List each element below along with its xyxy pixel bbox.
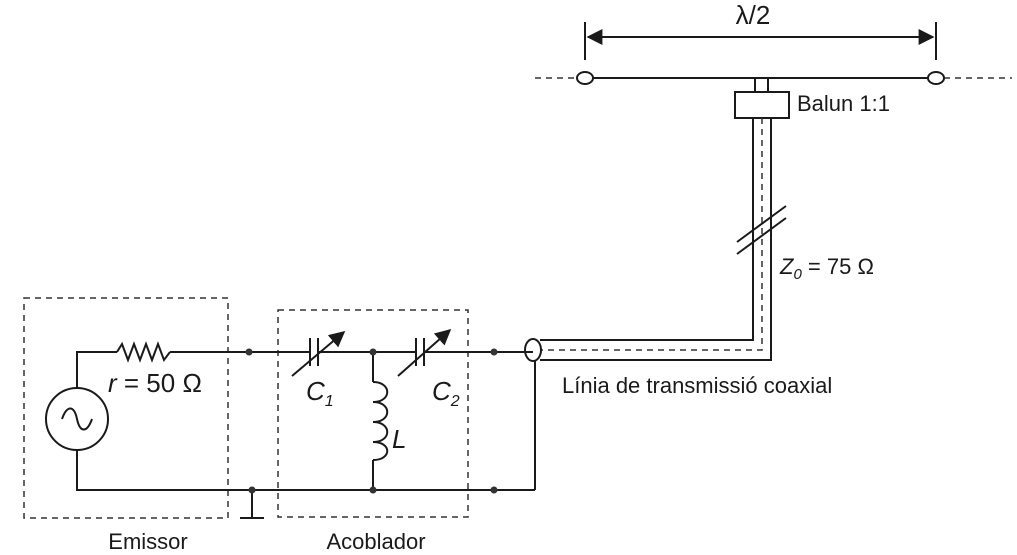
source-bottom-wire <box>76 450 249 491</box>
antenna-left-end <box>576 71 594 85</box>
half-wave-dimension: λ/2 <box>584 0 937 60</box>
balun-box <box>734 91 790 119</box>
half-wave-label: λ/2 <box>736 0 771 30</box>
junction-dot <box>248 486 256 494</box>
capacitor-c1 <box>291 330 346 377</box>
junction-dot <box>490 348 498 356</box>
c2-label: C2 <box>432 376 460 410</box>
coax-outer-inner-edge <box>540 118 754 341</box>
emitter-label: Emissor <box>108 529 187 554</box>
coax-break-mark-1 <box>736 205 787 243</box>
emitter-box <box>23 297 229 519</box>
coax-break-mark-2 <box>736 217 787 255</box>
junction-dot <box>490 486 498 494</box>
source-top-wire <box>76 351 117 388</box>
balun-label: Balun 1:1 <box>797 91 890 116</box>
impedance-label: Z0 = 75 Ω <box>779 254 874 283</box>
resistor <box>116 341 171 363</box>
coax-center-conductor <box>540 118 763 351</box>
coaxial-cable <box>524 118 787 362</box>
junction-dot <box>369 348 377 356</box>
inductor-label: L <box>392 424 406 454</box>
resistor-label: r = 50 Ω <box>108 368 202 398</box>
coax-line-label: Línia de transmissió coaxial <box>562 373 832 398</box>
sine-wave-icon <box>61 407 93 431</box>
coax-connector <box>524 338 542 362</box>
antenna-right-end <box>927 71 945 85</box>
junction-dot <box>245 348 253 356</box>
inductor <box>372 381 389 461</box>
junction-dot <box>369 486 377 494</box>
coupler-label: Acoblador <box>326 529 425 554</box>
coax-outer-outer-edge <box>540 118 772 361</box>
dipole-antenna <box>535 71 1012 92</box>
c1-label: C1 <box>306 376 334 410</box>
